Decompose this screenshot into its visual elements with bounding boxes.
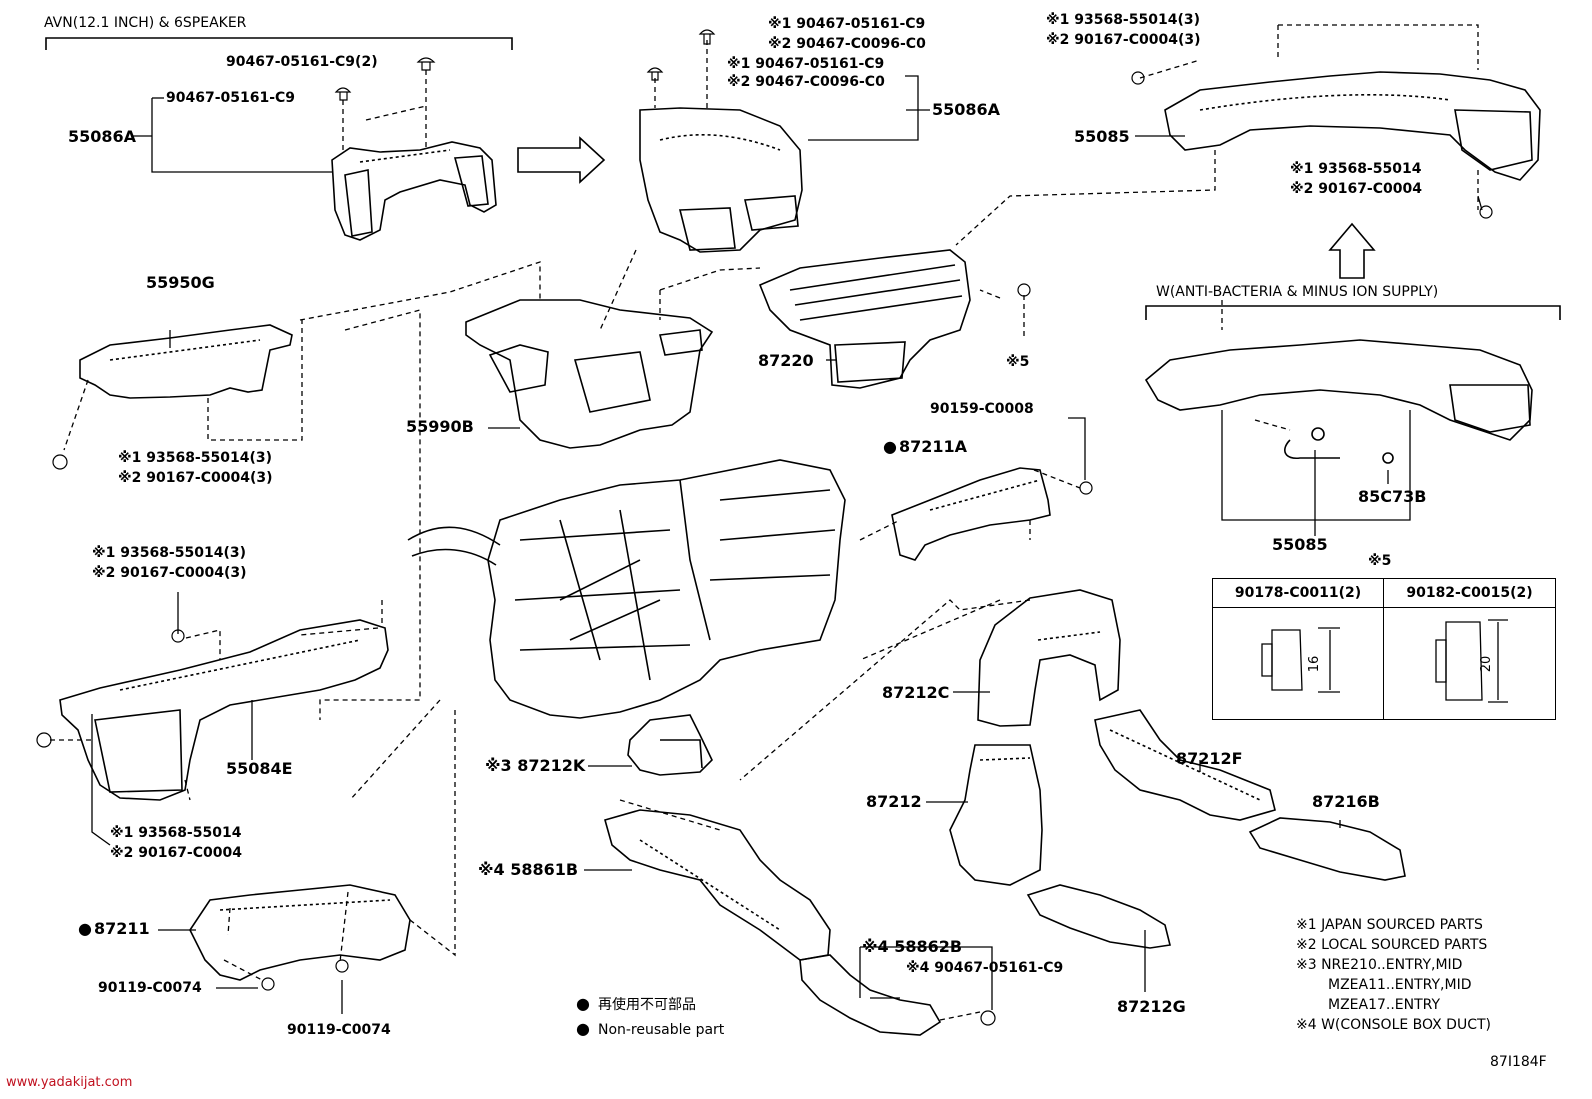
fastener-12: 90119-C0074 [98, 980, 202, 996]
fastener-4a: ※1 90467-05161-C9 [727, 56, 885, 72]
fastener-10b: ※2 90167-C0004(3) [92, 565, 247, 581]
duct-55084e [59, 619, 389, 801]
note-mark-3: ※3 [485, 756, 512, 775]
duct-55086a-left [331, 141, 497, 241]
part-58861b-number: 58861B [510, 860, 579, 879]
part-87212g: 87212G [1117, 997, 1186, 1016]
avn-group-bracket [45, 37, 513, 50]
note-1: ※1 JAPAN SOURCED PARTS [1296, 917, 1483, 933]
fastener-9: 90159-C0008 [930, 401, 1034, 417]
fastener-8: ※5 [1006, 354, 1030, 370]
fastener-detail-drawings [1261, 619, 1508, 703]
fastener-table: 90178-C0011(2) 90182-C0015(2) [1212, 578, 1556, 720]
bracket-55950g [79, 324, 293, 399]
part-87212f: 87212F [1176, 749, 1243, 768]
duct-87211a [891, 467, 1051, 561]
fastener-10a: ※1 93568-55014(3) [92, 545, 246, 561]
part-87212k: ※3 87212K [485, 757, 585, 775]
duct-55085-mid [1144, 339, 1533, 464]
fastener-table-title: ※5 [1368, 553, 1392, 569]
duct-87216b [1248, 817, 1406, 881]
note-mark-4b: ※4 [862, 937, 889, 956]
dimension-20: 20 [1479, 656, 1494, 673]
fastener-6b: ※2 90167-C0004 [1290, 181, 1422, 197]
fastener-4b: ※2 90467-C0096-C0 [727, 74, 885, 90]
part-55950g: 55950G [146, 273, 215, 292]
duct-87211 [189, 884, 411, 981]
fastener-11a: ※1 93568-55014 [110, 825, 242, 841]
part-55086a-right: 55086A [932, 100, 1001, 119]
legend-en: Non-reusable part [576, 1017, 724, 1042]
note-4: ※4 W(CONSOLE BOX DUCT) [1296, 1017, 1492, 1033]
fastener-icons [36, 29, 1493, 1026]
fastener-7a: ※1 93568-55014(3) [118, 450, 272, 466]
note-2: ※2 LOCAL SOURCED PARTS [1296, 937, 1488, 953]
fastener-table-col1: 90178-C0011(2) [1213, 579, 1383, 608]
part-58862b-number: 58862B [894, 937, 963, 956]
dimension-16: 16 [1307, 656, 1322, 673]
part-87212k-number: 87212K [517, 756, 586, 775]
anti-bacteria-header: W(ANTI-BACTERIA & MINUS ION SUPPLY) [1156, 284, 1439, 300]
part-55085-top: 55085 [1074, 127, 1130, 146]
anti-bacteria-group-bracket [1145, 305, 1561, 320]
fastener-1: 90467-05161-C9(2) [226, 54, 378, 70]
fastener-3b: ※2 90467-C0096-C0 [768, 36, 926, 52]
fastener-6a: ※1 93568-55014 [1290, 161, 1422, 177]
notes: ※1 JAPAN SOURCED PARTS ※2 LOCAL SOURCED … [1296, 915, 1491, 1035]
part-55084e: 55084E [226, 759, 293, 778]
leader-lines [91, 75, 1483, 1014]
note-mark-4a: ※4 [478, 860, 505, 879]
watermark-url[interactable]: www.yadakijat.com [6, 1075, 133, 1090]
hvac-main-unit [407, 459, 846, 719]
part-87212: 87212 [866, 792, 922, 811]
fastener-13: 90119-C0074 [287, 1022, 391, 1038]
duct-55085-top [1164, 71, 1541, 181]
legend-jp: 再使用不可部品 [576, 992, 724, 1017]
housing-55990b [465, 299, 714, 449]
note-3b: MZEA11..ENTRY,MID [1328, 977, 1472, 993]
duct-87212 [949, 744, 1043, 886]
part-85c73b: 85C73B [1358, 487, 1427, 506]
note-3: ※3 NRE210..ENTRY,MID [1296, 957, 1463, 973]
fastener-table-col2: 90182-C0015(2) [1384, 579, 1555, 608]
fastener-table-divider [1383, 579, 1384, 719]
fastener-5b: ※2 90167-C0004(3) [1046, 32, 1201, 48]
filter-housing-87220 [758, 249, 971, 389]
figure-code: 87I184F [1490, 1054, 1547, 1070]
duct-55086a-right [639, 107, 803, 253]
duct-87212g [1026, 884, 1171, 949]
fastener-5a: ※1 93568-55014(3) [1046, 12, 1200, 28]
part-58862b: ※4 58862B [862, 938, 962, 956]
legend: 再使用不可部品 Non-reusable part [576, 992, 724, 1042]
duct-87212f [1094, 709, 1276, 821]
duct-58862b [799, 954, 942, 1036]
part-87220: 87220 [758, 351, 814, 370]
note-3c: MZEA17..ENTRY [1328, 997, 1441, 1013]
duct-87212c [977, 589, 1121, 727]
fastener-14: ※4 90467-05161-C9 [906, 960, 1064, 976]
part-87212c: 87212C [882, 683, 950, 702]
arrow-right [517, 136, 606, 184]
fastener-2: 90467-05161-C9 [166, 90, 296, 106]
fastener-7b: ※2 90167-C0004(3) [118, 470, 273, 486]
part-55086a-left: 55086A [68, 127, 137, 146]
arrow-up [1328, 222, 1376, 279]
part-55990b: 55990B [406, 417, 474, 436]
part-58861b: ※4 58861B [478, 861, 578, 879]
part-87211: 87211 [78, 920, 150, 938]
part-55085-mid: 55085 [1272, 535, 1328, 554]
assembly-dashed-lines [50, 24, 1479, 1021]
fastener-3a: ※1 90467-05161-C9 [768, 16, 926, 32]
part-87216b: 87216B [1312, 792, 1380, 811]
part-87211a: 87211A [883, 438, 967, 456]
avn-header: AVN(12.1 INCH) & 6SPEAKER [44, 15, 247, 31]
duct-87212k [627, 714, 713, 776]
fastener-11b: ※2 90167-C0004 [110, 845, 242, 861]
duct-58861b [604, 809, 831, 961]
